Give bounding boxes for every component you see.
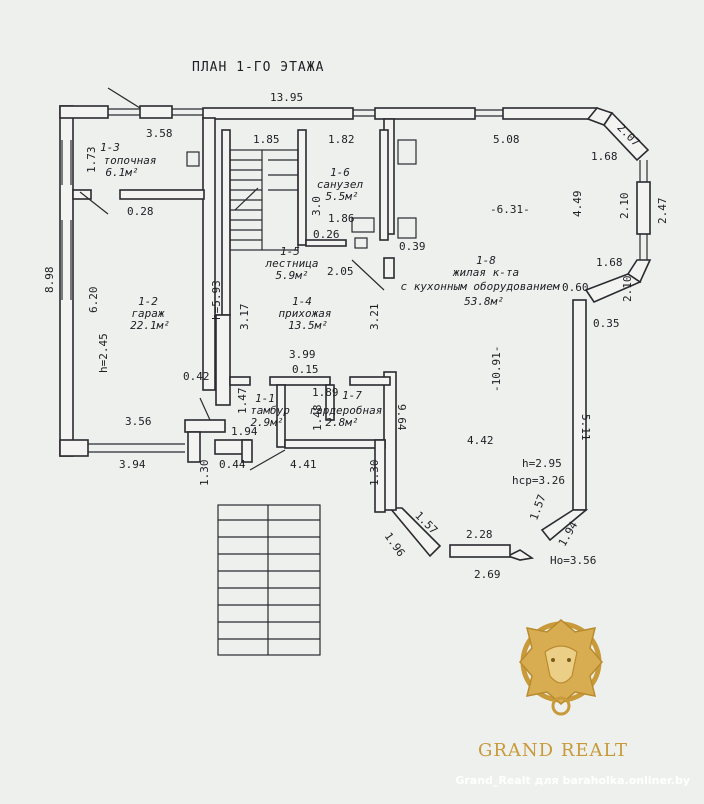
interior-staircase: [229, 149, 299, 251]
dim: 2.47: [656, 198, 669, 225]
room-id: 1-1: [255, 392, 275, 405]
dim: 0.44: [219, 458, 246, 471]
room-name: жилая к-та: [452, 266, 519, 279]
room-id: 1-2: [138, 295, 158, 308]
room-area: 2.9м²: [250, 416, 283, 429]
dim: 1.68: [596, 256, 623, 269]
room-label-1-6: 1-6 санузел 5.5м²: [317, 166, 364, 203]
dim: 3.21: [368, 304, 381, 331]
dim: 0.60: [562, 281, 589, 294]
watermark: Grand_Realt для baraholka.onliner.by: [455, 774, 690, 787]
dim: 8.98: [43, 267, 56, 294]
room-label-1-2: 1-2 гараж 22.1м²: [130, 295, 170, 332]
dim: 9.64: [395, 404, 408, 431]
room-name: топочная: [104, 154, 157, 167]
dim: h=5.93: [210, 280, 223, 320]
dim: 0.28: [127, 205, 154, 218]
dim: 1.94: [231, 425, 258, 438]
dim: 1.57: [527, 493, 548, 522]
dim: 1.30: [368, 460, 381, 487]
dim: 1.48: [311, 405, 324, 432]
dim: 5.08: [493, 133, 520, 146]
dim: -6.31-: [490, 203, 530, 216]
room-label-1-3: 1-3 топочная 6.1м²: [100, 141, 156, 179]
room-name: гардеробная: [310, 404, 383, 417]
dim: 3.94: [119, 458, 146, 471]
room-area: 2.8м²: [325, 416, 358, 429]
dim: 2.10: [621, 276, 634, 303]
room-label-1-8: 1-8 жилая к-та с кухонным оборудованием …: [401, 254, 560, 308]
dim: 1.30: [198, 460, 211, 487]
room-id: 1-7: [342, 389, 362, 402]
room-area: 53.8м²: [464, 295, 504, 308]
dim: 3.17: [238, 304, 251, 331]
room-area: 13.5м²: [288, 319, 328, 332]
dim: -10.91-: [490, 346, 503, 392]
room-name: прихожая: [279, 307, 332, 320]
room-label-1-5: 1-5 лестница 5.9м²: [265, 245, 319, 282]
entrance-stairs: [217, 504, 321, 656]
fixtures: [79, 87, 417, 471]
dim: 0.35: [593, 317, 620, 330]
room-name: санузел: [317, 178, 364, 191]
room-label-1-7: 1-7 гардеробная 2.8м²: [310, 389, 383, 429]
dim: 6.20: [87, 287, 100, 314]
dim: 1.85: [253, 133, 280, 146]
dim: 1.73: [85, 147, 98, 174]
walls: [59, 105, 652, 561]
dim: 3.0: [310, 196, 323, 216]
dim: 2.28: [466, 528, 493, 541]
brand-name: GRAND REALT: [478, 740, 628, 761]
dim: 0.15: [292, 363, 319, 376]
dim: 13.95: [270, 91, 303, 104]
room-label-1-4: 1-4 прихожая 13.5м²: [279, 295, 332, 332]
dim: 5.11: [579, 414, 592, 441]
dim: 0.42: [183, 370, 210, 383]
dim: 1.96: [382, 530, 408, 559]
dim: 1.82: [328, 133, 355, 146]
dim: 0.26: [313, 228, 340, 241]
room-id: 1-6: [330, 166, 350, 179]
room-area: 6.1м²: [105, 166, 138, 179]
room-name: гараж: [131, 307, 164, 320]
dim: 4.41: [290, 458, 317, 471]
room-name: тамбур: [250, 404, 290, 417]
room-area: 5.9м²: [275, 269, 308, 282]
dim: 1.89: [312, 386, 339, 399]
room-name2: с кухонным оборудованием: [401, 280, 560, 293]
dim: 4.49: [571, 191, 584, 218]
dim: 2.10: [618, 193, 631, 220]
room-id: 1-8: [476, 254, 496, 267]
dim: 2.05: [327, 265, 354, 278]
dim: h=2.95: [522, 457, 562, 470]
dim: 3.58: [146, 127, 173, 140]
dim: 1.47: [236, 388, 249, 415]
grand-realt-lion-logo: [519, 619, 603, 716]
room-id: 1-4: [292, 295, 312, 308]
plan-title: ПЛАН 1-ГО ЭТАЖА: [192, 60, 324, 75]
dim: hср=3.26: [512, 474, 565, 487]
room-label-1-1: 1-1 тамбур 2.9м²: [250, 392, 290, 429]
windows: [61, 108, 648, 453]
dim: 0.39: [399, 240, 426, 253]
room-area: 5.5м²: [325, 190, 358, 203]
dim: 3.99: [289, 348, 316, 361]
dim: 4.42: [467, 434, 494, 447]
dim: Hо=3.56: [550, 554, 596, 567]
dim: 3.56: [125, 415, 152, 428]
room-id: 1-3: [100, 141, 120, 154]
dim: 1.68: [591, 150, 618, 163]
room-id: 1-5: [280, 245, 300, 258]
dim: 2.69: [474, 568, 501, 581]
room-area: 22.1м²: [130, 319, 170, 332]
dim: 1.86: [328, 212, 355, 225]
room-name: лестница: [265, 257, 319, 270]
dim: h=2.45: [97, 333, 110, 373]
